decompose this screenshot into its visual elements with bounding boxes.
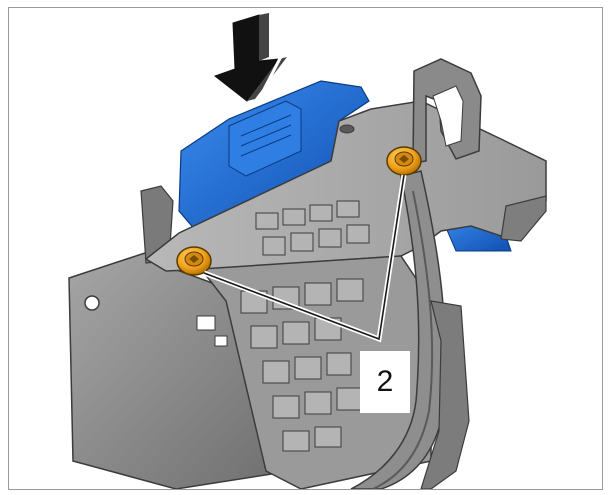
diagram-frame: 2 xyxy=(8,7,603,490)
blue-connector-latch xyxy=(228,100,302,177)
housing-right-tab xyxy=(500,195,547,242)
callout-number: 2 xyxy=(376,365,394,398)
bracket-opening xyxy=(432,85,464,147)
blue-connector-ribs xyxy=(240,114,292,157)
housing-slots xyxy=(196,315,228,347)
top-plate-hole xyxy=(339,124,355,134)
down-arrow-icon xyxy=(213,13,291,104)
fusebox-illustration xyxy=(68,13,547,489)
leader-lines xyxy=(203,174,407,343)
screw-icon-left xyxy=(176,246,212,276)
housing-right-lower-face xyxy=(420,300,470,489)
mounting-hole-left xyxy=(84,295,100,311)
screw-icon-right xyxy=(386,146,422,176)
callout-label: 2 xyxy=(360,351,410,413)
cable-channel-inner xyxy=(372,190,434,489)
